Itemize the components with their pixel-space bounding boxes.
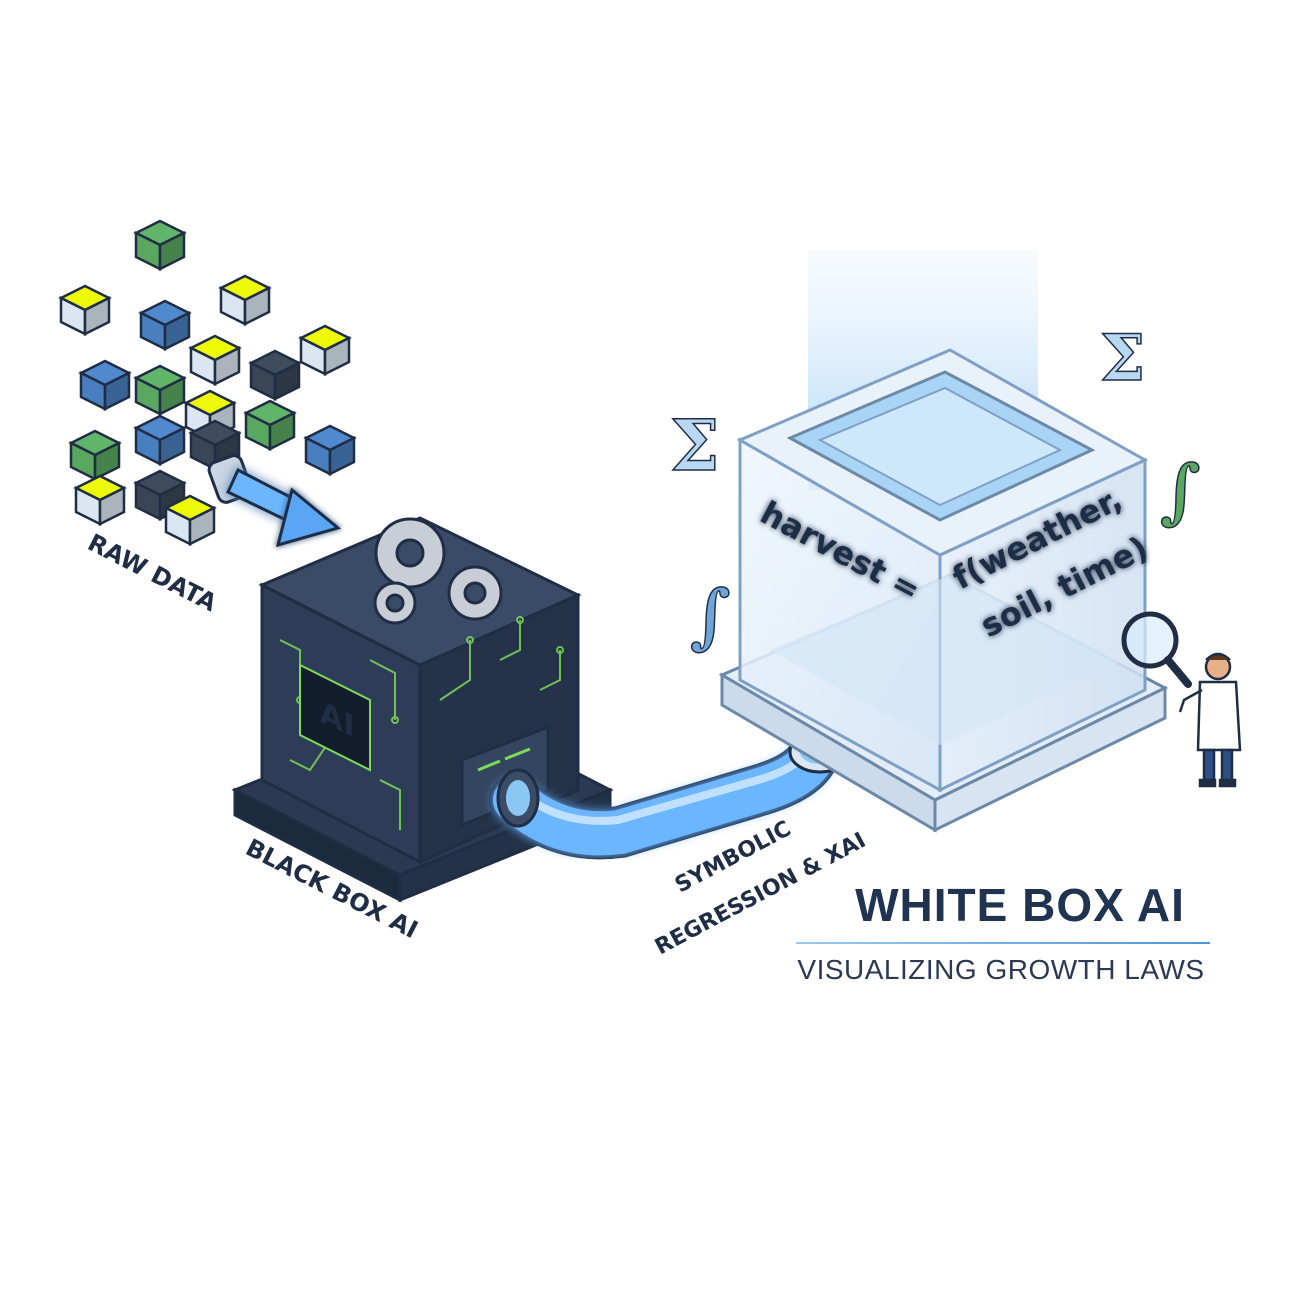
gears-icon xyxy=(373,517,503,625)
data-cube-face xyxy=(103,370,131,412)
raw-data-cubes xyxy=(58,219,357,547)
raw-data-label: RAW DATA xyxy=(83,528,221,617)
white-box-ai xyxy=(718,250,1169,833)
title-divider xyxy=(796,942,1210,944)
data-cube-face xyxy=(158,375,186,417)
port-lights xyxy=(477,747,531,772)
sigma-symbol-right: Σ xyxy=(1100,321,1145,396)
data-cube-face xyxy=(243,285,271,327)
magnifying-glass-icon xyxy=(1121,611,1192,688)
data-cube-face xyxy=(273,360,301,402)
page-subtitle: VISUALIZING GROWTH LAWS xyxy=(797,954,1205,985)
data-cube-face xyxy=(188,505,216,547)
data-cube-face xyxy=(163,310,191,352)
sigma-symbol-left: Σ xyxy=(670,404,720,487)
page-title: WHITE BOX AI xyxy=(855,879,1185,931)
data-cube-face xyxy=(158,230,186,272)
ai-chip-icon: AI xyxy=(299,663,371,772)
integral-symbol-left: ∫ xyxy=(690,574,731,657)
data-cube-face xyxy=(328,435,356,477)
data-cube-face xyxy=(323,335,351,377)
math-symbols: Σ Σ ∫ ∫ xyxy=(669,320,1201,658)
data-cube-face xyxy=(98,485,126,527)
input-arrow xyxy=(207,454,342,548)
data-cube-face xyxy=(93,440,121,482)
data-cube-face xyxy=(213,345,241,387)
data-cube-face xyxy=(268,410,296,452)
data-cube-face xyxy=(158,425,186,467)
data-cube-face xyxy=(83,295,111,337)
scientist-figure xyxy=(1178,652,1242,788)
integral-symbol-right: ∫ xyxy=(1160,449,1201,532)
